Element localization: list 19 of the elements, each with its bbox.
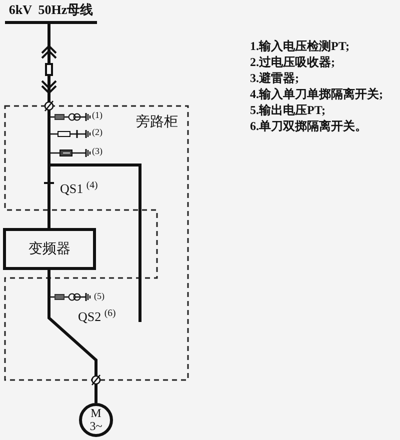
legend-note: 1.输入电压检测PT;: [250, 38, 350, 54]
callout-label: QS2 $^{(6)}$: [78, 310, 116, 323]
wire: [41, 76, 57, 228]
busbar: 6kV 50Hz母线: [5, 2, 97, 24]
legend-note: 6.单刀双掷隔离开关。: [250, 118, 368, 134]
callout-label: (2): [92, 128, 102, 137]
legend-note: 5.输出电压PT;: [250, 102, 326, 118]
wire: [41, 24, 57, 63]
callout-label: (1): [92, 111, 102, 120]
legend-note: 2.过电压吸收器;: [250, 54, 336, 70]
callout-label: QS1 $^{(4)}$: [60, 182, 98, 195]
wire: [48, 270, 98, 403]
cabinet-label: 旁路柜: [136, 116, 178, 130]
callout-label: (3): [92, 147, 102, 156]
fuse-symbol: [45, 63, 53, 76]
callout-label: (5): [94, 292, 104, 301]
legend-note: 4.输入单刀单掷隔离开关;: [250, 86, 383, 102]
inverter-box: 变频器: [3, 228, 96, 270]
legend-note: 3.避雷器;: [250, 70, 300, 86]
